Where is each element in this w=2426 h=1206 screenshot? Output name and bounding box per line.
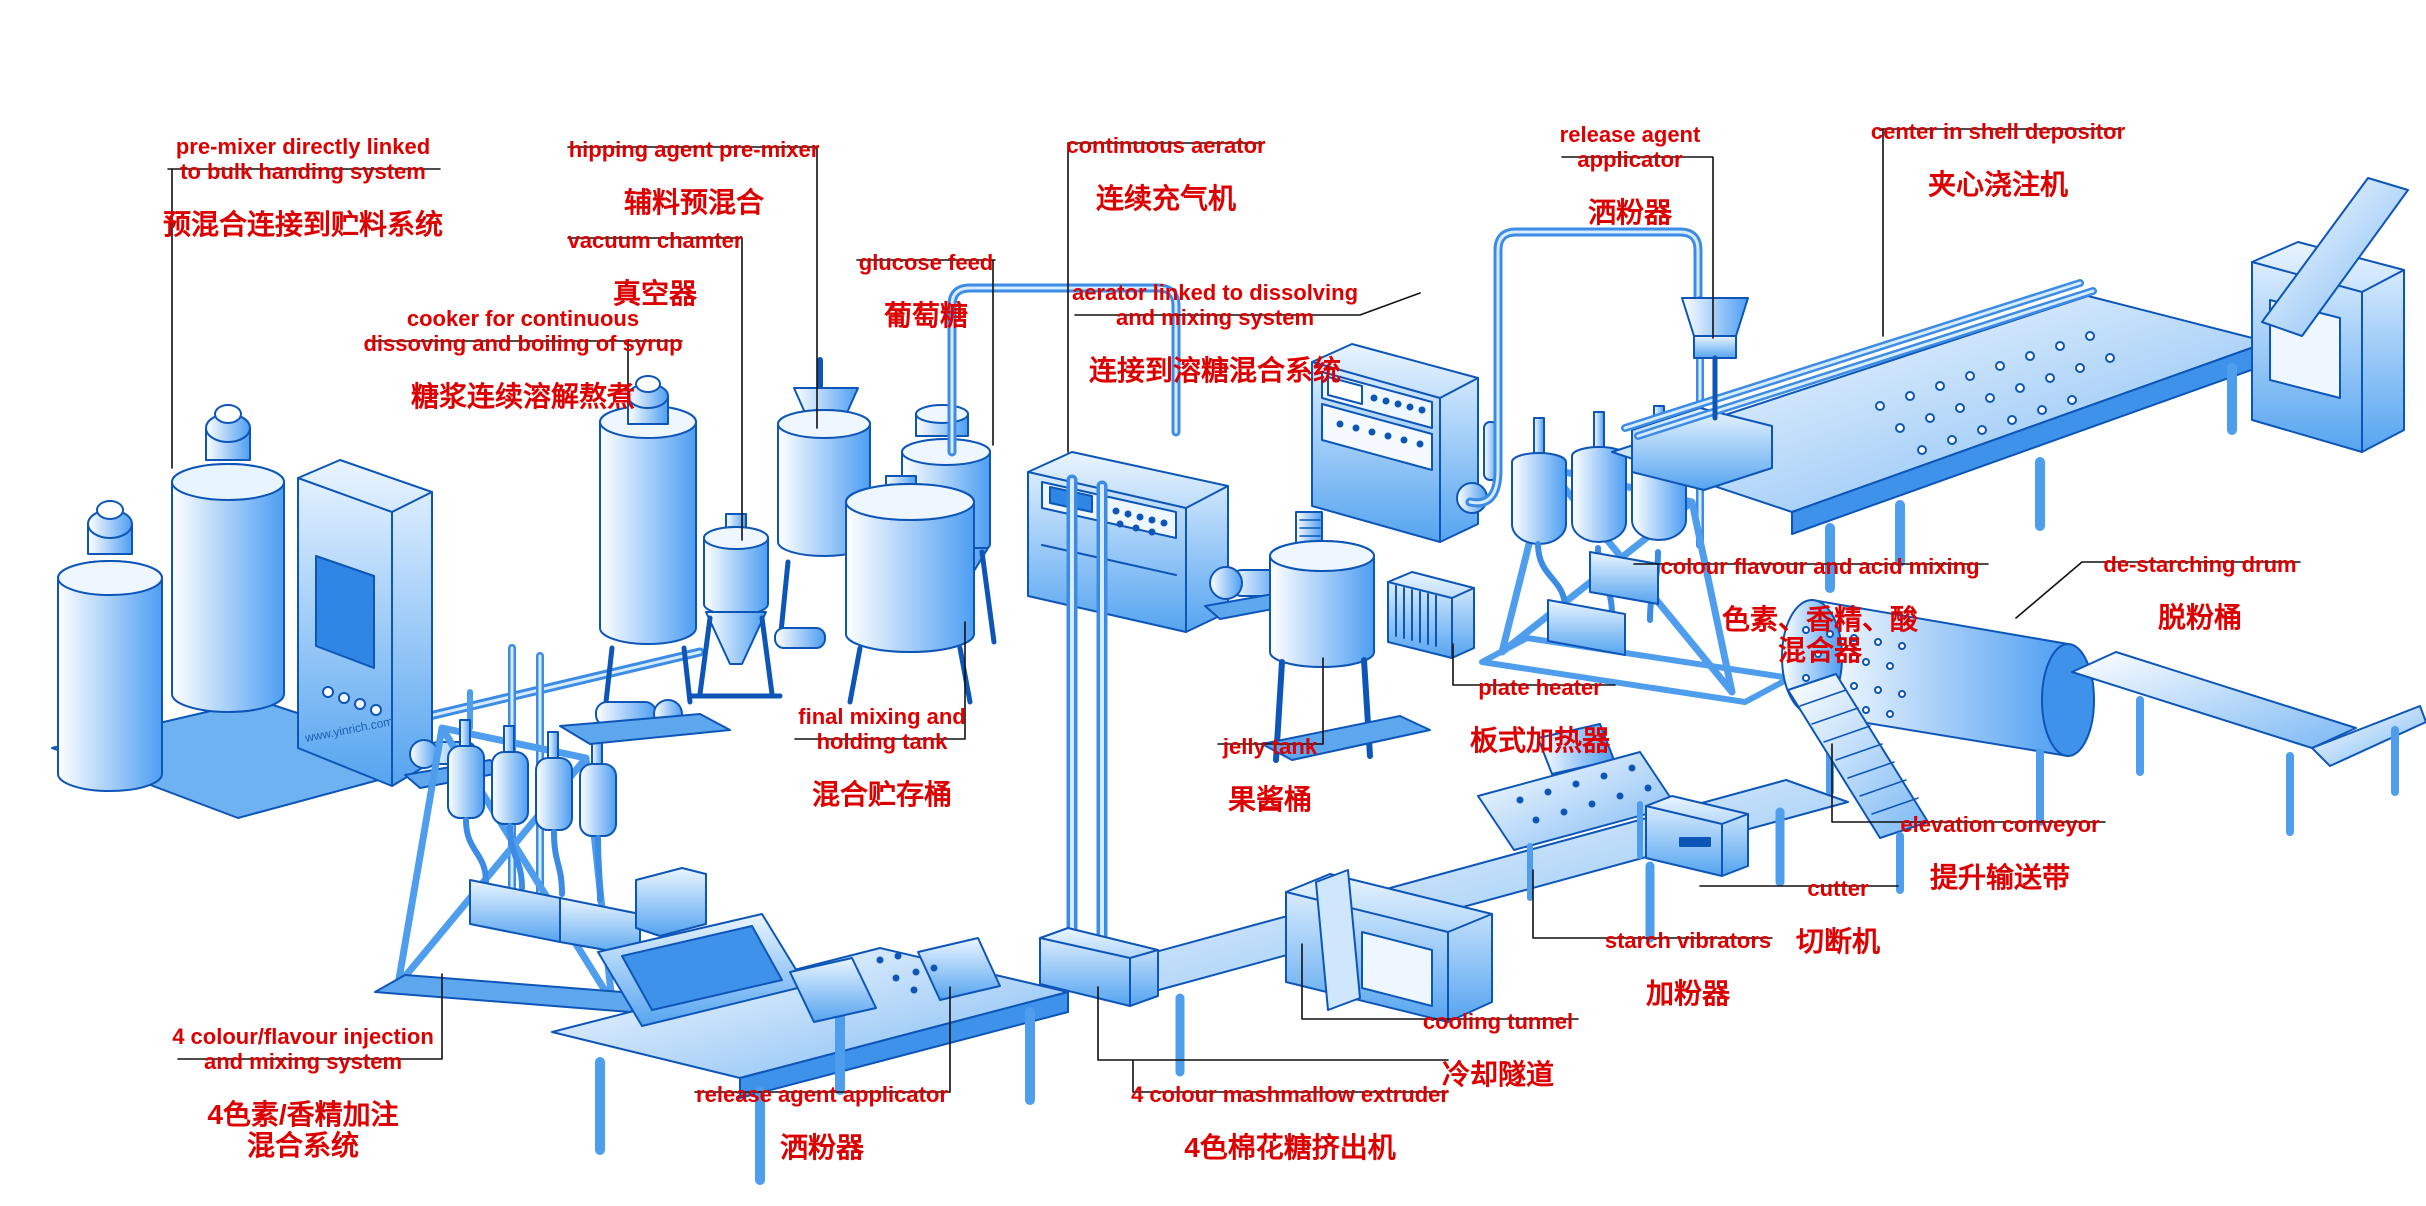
label-starch-vibrators: starch vibrators 加粉器	[1605, 910, 1771, 1027]
label-jelly-tank: jelly tank 果酱桶	[1223, 716, 1317, 833]
plate-heater-unit	[1387, 571, 1475, 659]
label-cutter: cutter 切断机	[1796, 858, 1880, 975]
extruder-gantry	[1039, 474, 1159, 1007]
label-zh: 连续充气机	[1095, 183, 1236, 214]
label-release-agent-top: release agent applicator 洒粉器	[1560, 104, 1701, 246]
dissolving-mixing-cabinet	[1311, 227, 1703, 543]
label-glucose-feed: glucose feed 葡萄糖	[859, 232, 993, 349]
label-en: vacuum chamter	[567, 228, 743, 253]
label-shell-depositor: center in shell depositor 夹心浇注机	[1871, 101, 2125, 218]
label-en: release agent applicator	[1559, 122, 1701, 172]
label-en: jelly tank	[1222, 734, 1318, 759]
shell-depositor-line	[1611, 177, 2409, 593]
leader-lines	[167, 128, 2301, 1093]
label-injection-system: 4 colour/flavour injection and mixing sy…	[172, 1006, 434, 1179]
cooling-tunnel-machine	[1285, 869, 1493, 1023]
label-en: cooling tunnel	[1422, 1009, 1574, 1034]
label-final-mixing: final mixing and holding tank 混合贮存桶	[798, 686, 965, 828]
label-zh: 夹心浇注机	[1927, 169, 2068, 200]
label-en: cooker for continuous dissoving and boil…	[363, 306, 683, 356]
pre-mixer-station: www.yinrich.com	[51, 404, 506, 819]
label-cooling-tunnel: cooling tunnel 冷却隧道	[1423, 991, 1573, 1108]
label-zh: 板式加热器	[1469, 725, 1611, 756]
label-en: center in shell depositor	[1870, 119, 2126, 144]
label-en: final mixing and holding tank	[798, 704, 966, 754]
label-en: release agent applicator	[696, 1082, 948, 1107]
cooker-tank	[559, 375, 731, 745]
label-zh: 色素、香精、酸 混合器	[1721, 604, 1918, 666]
label-zh: 脱粉桶	[2157, 602, 2243, 633]
label-pre-mixer-bulk: pre-mixer directly linked to bulk handin…	[163, 116, 443, 258]
aerator-loop-pipe	[947, 283, 1181, 457]
label-en: 4 colour/flavour injection and mixing sy…	[172, 1024, 434, 1074]
label-en: colour flavour and acid mixing	[1660, 554, 1980, 579]
label-en: starch vibrators	[1604, 928, 1772, 953]
release-applicator-table	[551, 867, 1069, 1185]
label-zh: 混合贮存桶	[811, 779, 952, 810]
label-zh: 洒粉器	[779, 1132, 865, 1163]
label-zh: 冷却隧道	[1441, 1059, 1555, 1090]
label-zh: 真空器	[612, 278, 698, 309]
label-zh: 辅料预混合	[623, 187, 764, 218]
label-destarching-drum: de-starching drum 脱粉桶	[2103, 534, 2296, 651]
label-en: hipping agent pre-mixer	[568, 137, 820, 162]
label-aerator-linked: aerator linked to dissolving and mixing …	[1072, 262, 1358, 404]
label-zh: 加粉器	[1645, 978, 1731, 1009]
label-zh: 提升输送带	[1929, 862, 2070, 893]
elevation-conveyor-belt	[1787, 673, 1929, 894]
label-release-agent-bottom: release agent applicator 洒粉器	[696, 1064, 948, 1181]
label-en: cutter	[1807, 876, 1869, 901]
label-en: aerator linked to dissolving and mixing …	[1071, 280, 1359, 330]
label-zh: 4色棉花糖挤出机	[1184, 1132, 1396, 1163]
label-zh: 糖浆连续溶解熬煮	[410, 381, 636, 412]
label-colour-acid-mixing: colour flavour and acid mixing 色素、香精、酸 混…	[1660, 536, 1979, 684]
jelly-tank-vessel	[1261, 511, 1431, 763]
label-zh: 葡萄糖	[883, 300, 969, 331]
label-plate-heater: plate heater 板式加热器	[1470, 657, 1610, 774]
label-en: pre-mixer directly linked to bulk handin…	[175, 134, 431, 184]
label-en: 4 colour mashmallow extruder	[1131, 1082, 1449, 1107]
label-extruder: 4 colour mashmallow extruder 4色棉花糖挤出机	[1131, 1064, 1449, 1181]
label-zh: 果酱桶	[1227, 784, 1312, 815]
de-starching-drum	[1781, 599, 2426, 836]
label-en: glucose feed	[858, 250, 994, 275]
label-en: elevation conveyor	[1900, 812, 2100, 837]
label-zh: 预混合连接到贮料系统	[162, 209, 444, 240]
label-en: de-starching drum	[2103, 552, 2297, 577]
label-vacuum-chamber: vacuum chamter 真空器	[568, 210, 743, 327]
cutter-unit	[1645, 795, 1749, 877]
label-zh: 洒粉器	[1587, 197, 1673, 228]
label-continuous-aerator: continuous aerator 连续充气机	[1066, 115, 1265, 232]
label-zh: 4色素/香精加注 混合系统	[207, 1099, 399, 1161]
label-hipping-agent-pre-mixer: hipping agent pre-mixer 辅料预混合	[569, 119, 820, 236]
label-zh: 切断机	[1795, 926, 1881, 957]
label-en: continuous aerator	[1066, 133, 1266, 158]
label-cooker: cooker for continuous dissoving and boil…	[363, 288, 682, 430]
glucose-and-final-mixing-tanks	[845, 404, 997, 705]
label-en: plate heater	[1478, 675, 1602, 700]
injection-4colour-system	[374, 719, 661, 1013]
label-elevation-conveyor: elevation conveyor 提升输送带	[1900, 794, 2099, 911]
vacuum-chamber-vessel	[687, 513, 783, 699]
label-zh: 连接到溶糖混合系统	[1088, 355, 1342, 386]
